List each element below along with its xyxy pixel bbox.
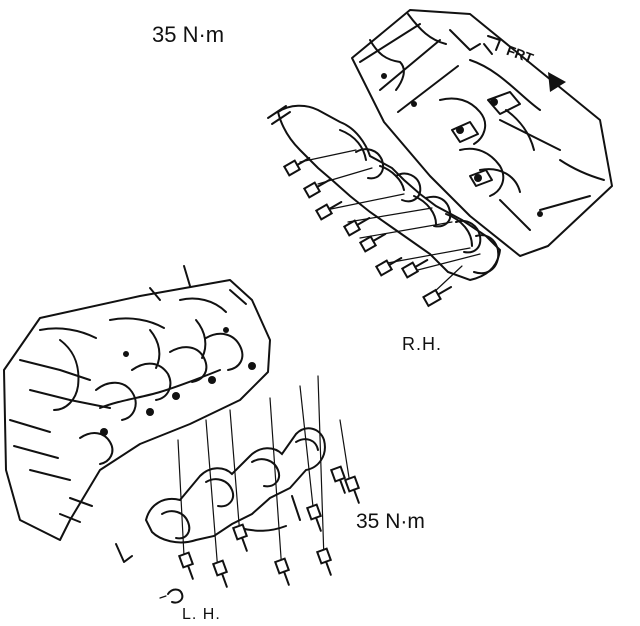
rh-exhaust-manifold	[267, 104, 502, 282]
rh-engine-block	[351, 9, 613, 257]
left-hand-label: L. H.	[182, 606, 221, 623]
lh-bolts	[177, 465, 361, 588]
torque-spec-top: 35 N·m	[152, 22, 225, 47]
right-hand-label: R.H.	[402, 334, 442, 354]
torque-spec-bottom: 35 N·m	[356, 510, 425, 533]
lh-engine-block	[3, 265, 271, 541]
loose-parts	[115, 543, 184, 604]
rh-bolts	[282, 157, 453, 308]
lh-bolt-lines	[177, 375, 351, 573]
arrow-right-icon	[548, 72, 566, 92]
